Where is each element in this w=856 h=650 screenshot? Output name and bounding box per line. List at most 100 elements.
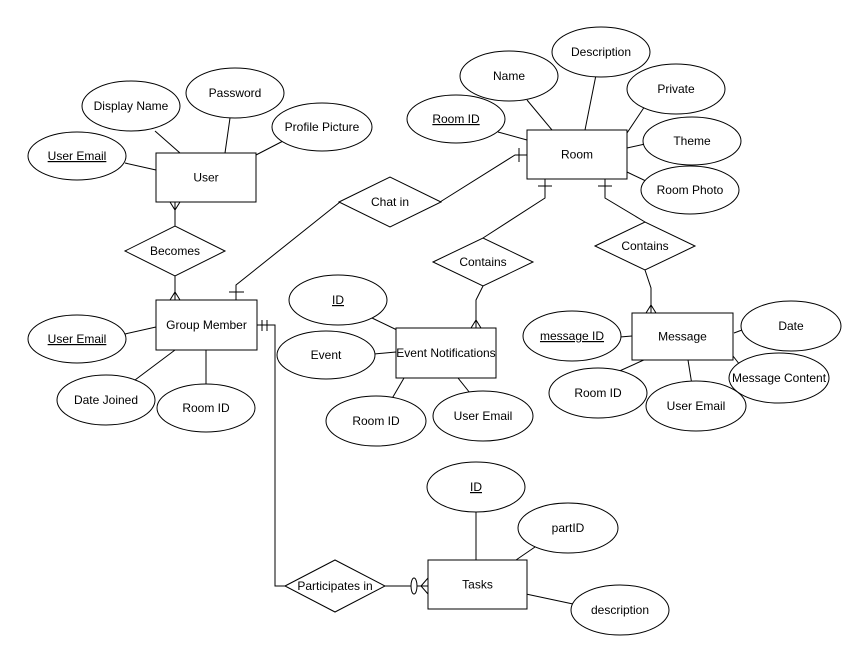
- attribute-message-content: Message Content: [728, 352, 830, 404]
- attribute-task-description-label: description: [591, 603, 649, 617]
- attribute-event-room-id: Room ID: [325, 395, 427, 447]
- attribute-message-id: message ID: [522, 310, 622, 362]
- attribute-room-private-shape: [626, 63, 726, 115]
- attribute-group-member-user-email-shape: [27, 314, 127, 364]
- attribute-message-id-shape: [522, 310, 622, 362]
- entity-event-notifications-label: Event Notifications: [396, 346, 495, 360]
- entity-message-shape: [631, 312, 734, 361]
- entity-user-label: User: [193, 171, 218, 185]
- entity-room: Room: [526, 129, 628, 180]
- attribute-room-theme-label: Theme: [673, 134, 711, 148]
- entity-tasks: Tasks: [427, 559, 528, 610]
- entity-user: User: [155, 152, 257, 203]
- attribute-password-label: Password: [209, 86, 262, 100]
- attribute-event-id-shape: [288, 274, 388, 326]
- relationship-participates-in-shape: [283, 559, 387, 613]
- relationship-participates-in: Participates in: [283, 559, 387, 613]
- attribute-group-member-room-id-shape: [156, 383, 256, 433]
- attribute-room-photo-label: Room Photo: [657, 183, 724, 197]
- relationship-becomes: Becomes: [123, 225, 227, 277]
- relationship-contains-events: Contains: [431, 237, 535, 287]
- attribute-room-id-label: Room ID: [432, 112, 480, 126]
- attribute-group-member-user-email: User Email: [27, 314, 127, 364]
- entity-event-notifications: Event Notifications: [395, 327, 497, 379]
- attribute-task-description-shape: [570, 584, 670, 636]
- attribute-room-photo-shape: [640, 165, 740, 215]
- attribute-task-description: description: [570, 584, 670, 636]
- attribute-task-part-id-label: partID: [552, 521, 585, 535]
- attribute-room-name: Name: [459, 50, 559, 102]
- attribute-room-id-shape: [406, 94, 506, 144]
- entity-group-member-label: Group Member: [166, 318, 247, 332]
- attribute-group-member-user-email-label: User Email: [48, 332, 107, 346]
- attribute-event-user-email-label: User Email: [454, 409, 513, 423]
- attribute-task-part-id: partID: [517, 502, 619, 554]
- entity-user-shape: [155, 152, 257, 203]
- attribute-task-part-id-shape: [517, 502, 619, 554]
- attribute-event: Event: [276, 330, 376, 380]
- attribute-password: Password: [185, 67, 285, 119]
- attribute-message-user-email: User Email: [645, 380, 747, 432]
- attribute-profile-picture-shape: [271, 102, 373, 152]
- relationship-contains-events-label: Contains: [459, 255, 506, 269]
- attribute-room-private: Private: [626, 63, 726, 115]
- relationship-chat-in-label: Chat in: [371, 195, 409, 209]
- relationship-chat-in: Chat in: [337, 176, 443, 228]
- attribute-password-shape: [185, 67, 285, 119]
- relationship-contains-messages-shape: [593, 221, 697, 271]
- entity-group-member-shape: [155, 299, 258, 351]
- attribute-message-user-email-label: User Email: [667, 399, 726, 413]
- attribute-display-name-label: Display Name: [94, 99, 169, 113]
- attribute-profile-picture: Profile Picture: [271, 102, 373, 152]
- attribute-event-room-id-label: Room ID: [352, 414, 400, 428]
- entity-message: Message: [631, 312, 734, 361]
- attribute-message-id-label: message ID: [540, 329, 604, 343]
- attribute-group-member-room-id: Room ID: [156, 383, 256, 433]
- attribute-room-private-label: Private: [657, 82, 695, 96]
- relationship-chat-in-shape: [337, 176, 443, 228]
- attribute-group-member-room-id-label: Room ID: [182, 401, 230, 415]
- attribute-room-theme: Theme: [642, 116, 742, 166]
- attribute-event-label: Event: [311, 348, 342, 362]
- attribute-date-joined: Date Joined: [56, 374, 156, 426]
- relationship-contains-events-shape: [431, 237, 535, 287]
- entity-group-member: Group Member: [155, 299, 258, 351]
- relationship-becomes-label: Becomes: [150, 244, 200, 258]
- attribute-room-theme-shape: [642, 116, 742, 166]
- attribute-user-email: User Email: [27, 131, 127, 181]
- attribute-task-id-label: ID: [470, 480, 482, 494]
- attribute-room-name-label: Name: [493, 69, 525, 83]
- attribute-event-id: ID: [288, 274, 388, 326]
- entity-room-shape: [526, 129, 628, 180]
- attribute-message-room-id-label: Room ID: [574, 386, 622, 400]
- attribute-event-user-email: User Email: [432, 390, 534, 442]
- attribute-message-date-shape: [740, 300, 842, 352]
- entity-room-label: Room: [561, 148, 593, 162]
- attribute-date-joined-label: Date Joined: [74, 393, 138, 407]
- attribute-display-name-shape: [81, 80, 181, 132]
- connectors: [124, 74, 743, 605]
- attribute-room-description-shape: [551, 26, 651, 78]
- entity-tasks-shape: [427, 559, 528, 610]
- attribute-message-room-id-shape: [548, 367, 648, 419]
- entity-event-notifications-shape: [395, 327, 497, 379]
- attribute-room-description: Description: [551, 26, 651, 78]
- attribute-user-email-shape: [27, 131, 127, 181]
- attribute-message-content-shape: [728, 352, 830, 404]
- attribute-event-shape: [276, 330, 376, 380]
- attribute-date-joined-shape: [56, 374, 156, 426]
- attribute-message-date-label: Date: [778, 319, 804, 333]
- attribute-room-photo: Room Photo: [640, 165, 740, 215]
- attribute-message-date: Date: [740, 300, 842, 352]
- attribute-message-content-label: Message Content: [732, 371, 827, 385]
- attribute-task-id: ID: [426, 461, 526, 513]
- relationship-contains-messages-label: Contains: [621, 239, 668, 253]
- entity-tasks-label: Tasks: [462, 578, 493, 592]
- attribute-room-description-label: Description: [571, 45, 631, 59]
- attribute-room-name-shape: [459, 50, 559, 102]
- relationship-becomes-shape: [123, 225, 227, 277]
- entity-message-label: Message: [658, 330, 707, 344]
- relationship-participates-in-label: Participates in: [297, 579, 372, 593]
- relationship-contains-messages: Contains: [593, 221, 697, 271]
